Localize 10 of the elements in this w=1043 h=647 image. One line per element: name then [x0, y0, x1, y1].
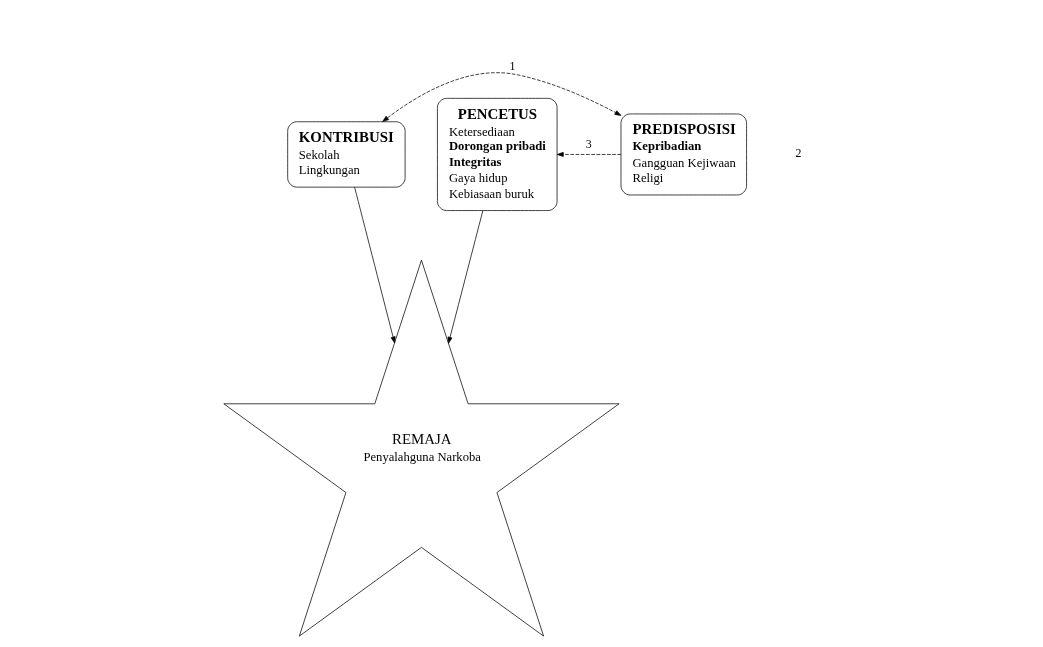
node-box: KONTRIBUSI Sekolah Lingkungan	[287, 121, 406, 188]
arrow	[556, 152, 622, 157]
edge-label: 1	[509, 58, 516, 73]
node-box: PREDISPOSISI Kepribadian Gangguan Kejiwaan Religi	[620, 113, 747, 196]
label: 2	[795, 146, 802, 161]
arrow	[447, 210, 484, 344]
arrow	[354, 186, 396, 344]
node-box: PENCETUS Ketersediaan Dorongan pribadi Integritas Gaya hidup Kebiasaan buruk	[437, 97, 558, 211]
edge-label: 3	[585, 137, 592, 152]
arrow	[382, 72, 622, 122]
